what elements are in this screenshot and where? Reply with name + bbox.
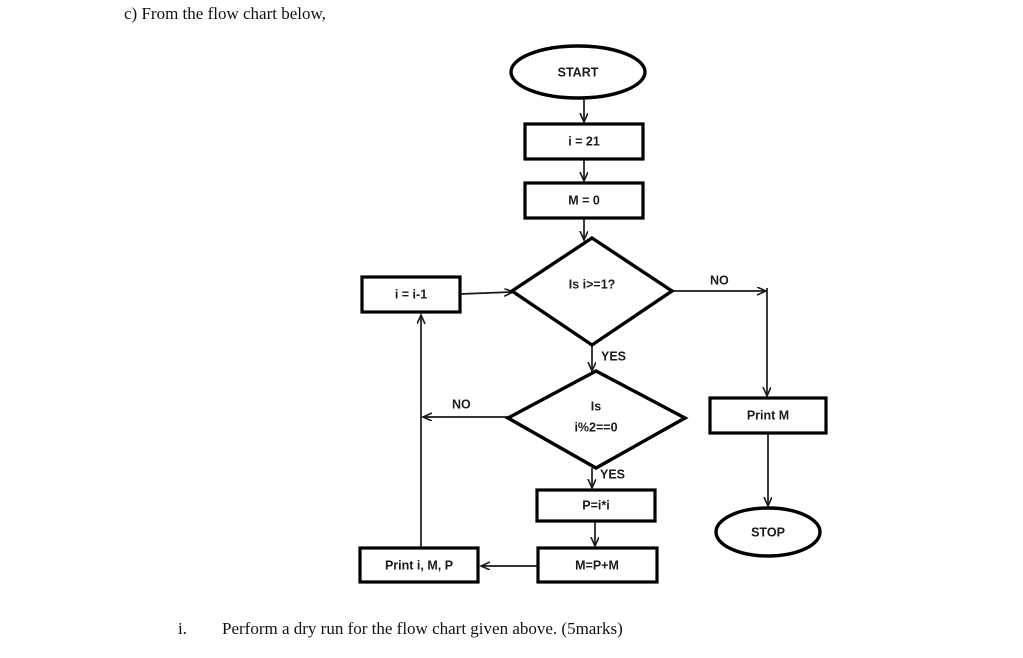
subquestion-text: Perform a dry run for the flow chart giv…: [222, 619, 623, 638]
node-calc-p: [535, 488, 657, 523]
node-cond-mod-label-line2: i%2==0: [574, 420, 617, 434]
node-calc-p-label: P=i*i: [582, 498, 609, 512]
node-print-loop-label: Print i, M, P: [385, 558, 453, 572]
node-init-i: [523, 122, 645, 161]
node-init-i-label: i = 21: [568, 134, 600, 148]
node-cond-mod-label-line1: Is: [591, 399, 601, 413]
subquestion-marker: i.: [178, 619, 187, 638]
node-start: [509, 44, 647, 100]
node-stop-label: STOP: [751, 525, 785, 539]
node-init-m: [523, 181, 645, 220]
edge-label-cond-i-no: NO: [710, 273, 729, 287]
node-print-m-label: Print M: [747, 408, 789, 422]
connector-dec-i-to-cond-i: [459, 292, 513, 294]
node-cond-mod: [504, 369, 689, 470]
node-stop: [714, 506, 822, 558]
node-cond-i: [508, 235, 676, 348]
node-cond-i-label: Is i>=1?: [569, 277, 616, 291]
node-start-label: START: [558, 65, 599, 79]
edge-label-cond-mod-no: NO: [452, 397, 471, 411]
node-dec-i-label: i = i-1: [395, 287, 427, 301]
edge-label-cond-mod-yes: YES: [600, 467, 625, 481]
node-dec-i: [360, 275, 462, 314]
question-prefix: c) From the flow chart below,: [124, 4, 326, 23]
node-print-loop: [358, 546, 480, 584]
node-print-m: [708, 396, 828, 435]
edge-label-cond-i-yes: YES: [601, 349, 626, 363]
node-calc-m: [536, 546, 659, 584]
node-calc-m-label: M=P+M: [575, 558, 619, 572]
node-init-m-label: M = 0: [568, 193, 600, 207]
